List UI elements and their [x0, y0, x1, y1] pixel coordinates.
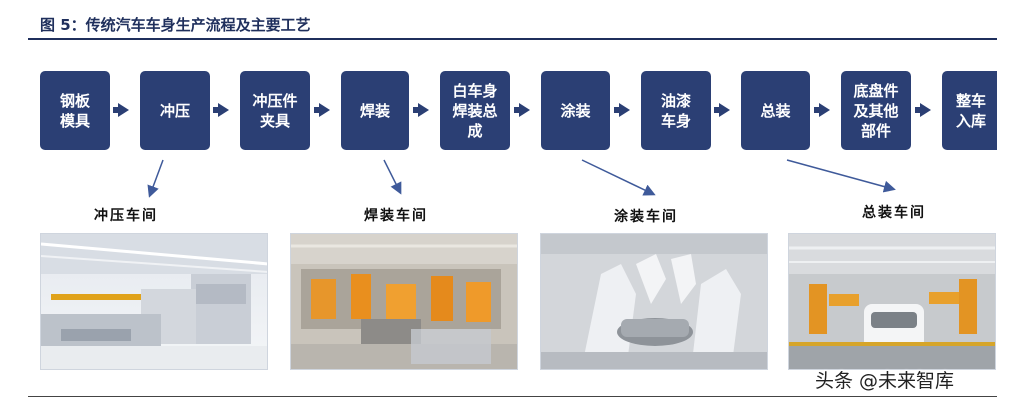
welding-workshop-photo — [290, 233, 518, 370]
title-rule — [28, 38, 997, 40]
step-welding: 焊装 — [341, 71, 409, 150]
workshop-label-stamping: 冲压车间 — [94, 208, 158, 224]
workshop-label-painting: 涂装车间 — [614, 209, 678, 225]
flow-arrow-icon — [514, 103, 530, 117]
flow-arrow-icon — [314, 103, 330, 117]
figure-title: 图 5：传统汽车车身生产流程及主要工艺 — [40, 16, 311, 34]
pointer-painting — [581, 159, 656, 196]
step-steel-die: 钢板 模具 — [40, 71, 110, 150]
pointer-welding — [383, 159, 402, 195]
flow-arrow-icon — [213, 103, 229, 117]
painting-workshop-photo — [540, 233, 768, 370]
step-final-assembly: 总装 — [741, 71, 810, 150]
step-body-in-white: 白车身 焊装总 成 — [440, 71, 510, 150]
step-vehicle-storage: 整车 入库 — [942, 71, 997, 150]
step-painting: 涂装 — [541, 71, 610, 150]
flow-arrow-icon — [714, 103, 730, 117]
stamping-workshop-photo — [40, 233, 268, 370]
bottom-rule — [28, 396, 997, 397]
flow-arrow-icon — [113, 103, 129, 117]
assembly-workshop-photo — [788, 233, 996, 370]
step-chassis-parts: 底盘件 及其他 部件 — [841, 71, 911, 150]
workshop-label-welding: 焊装车间 — [364, 208, 428, 224]
pointer-assembly — [786, 159, 896, 193]
pointer-stamping — [147, 159, 164, 198]
step-stamping: 冲压 — [140, 71, 210, 150]
flow-arrow-icon — [814, 103, 830, 117]
flow-arrow-icon — [614, 103, 630, 117]
flow-arrow-icon — [915, 103, 931, 117]
watermark: 头条 @未来智库 — [815, 370, 955, 392]
step-painted-body: 油漆 车身 — [641, 71, 711, 150]
workshop-label-assembly: 总装车间 — [862, 205, 926, 221]
flow-arrow-icon — [413, 103, 429, 117]
step-stamped-fixtures: 冲压件 夹具 — [240, 71, 310, 150]
